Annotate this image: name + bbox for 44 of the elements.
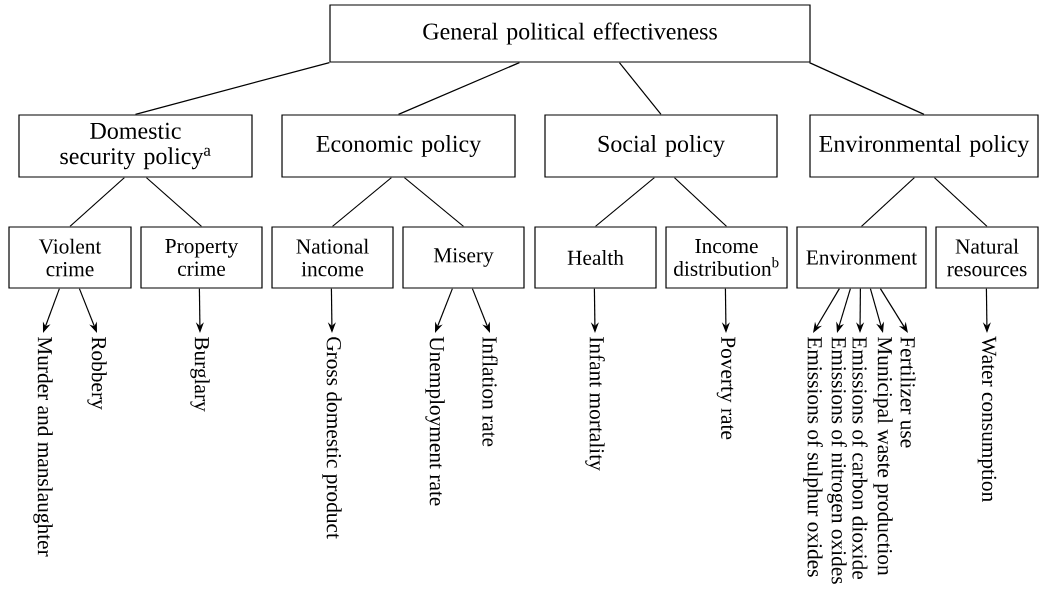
- arrow: [435, 288, 453, 333]
- indicator-label: Infant mortality: [585, 337, 605, 471]
- category-box: Domestic security policy$^{a}$: [18, 114, 253, 178]
- category-box: Environmental policy: [809, 114, 1039, 178]
- indicator-label: Fertilizer use: [900, 336, 916, 448]
- indicator-box: Violent crime: [8, 226, 132, 289]
- indicator-box: Income distribution$^{b}$: [665, 226, 788, 289]
- indicator-label: Municipal waste production: [873, 336, 893, 576]
- connector-line: [594, 177, 655, 227]
- root-box: General political effectiveness: [329, 4, 811, 63]
- arrow: [78, 288, 97, 333]
- connector-line: [673, 177, 728, 227]
- connector-line: [618, 62, 662, 115]
- connector-line: [145, 177, 203, 227]
- arrow: [471, 288, 490, 333]
- connector-line: [860, 177, 915, 227]
- connector-line: [331, 177, 392, 227]
- connector-line: [933, 177, 988, 227]
- indicator-label: Emissions of nitrogen oxides: [827, 336, 847, 584]
- category-box: Social policy: [544, 114, 778, 178]
- indicator-label: Emissions of carbon dioxide: [852, 336, 868, 580]
- indicator-label: Robbery: [87, 336, 107, 410]
- indicator-box: Misery: [402, 226, 525, 289]
- indicator-box: Natural resources: [935, 226, 1039, 289]
- connector-line: [134, 62, 330, 115]
- arrow: [879, 288, 908, 333]
- indicator-label: Water consumption: [977, 336, 997, 502]
- indicator-box: Property crime: [140, 226, 263, 289]
- connector-line: [403, 177, 465, 227]
- indicator-label: Murder and manslaughter: [33, 336, 53, 557]
- connector-line: [808, 62, 925, 115]
- indicator-label: Burglary: [190, 336, 210, 412]
- indicator-box: Health: [534, 226, 657, 289]
- category-box: Economic policy: [281, 114, 516, 178]
- indicator-box: National income: [271, 226, 394, 289]
- connector-line: [69, 177, 125, 227]
- connector-line: [397, 62, 520, 115]
- indicator-label: Emissions of sulphur oxides: [803, 336, 823, 577]
- indicator-box: Environment: [796, 226, 927, 289]
- indicator-label: Poverty rate: [716, 336, 736, 440]
- arrow: [813, 288, 840, 333]
- indicator-label: Gross domestic product: [322, 337, 342, 539]
- indicator-label: Inflation rate: [482, 337, 498, 447]
- indicator-label: Unemployment rate: [425, 336, 445, 506]
